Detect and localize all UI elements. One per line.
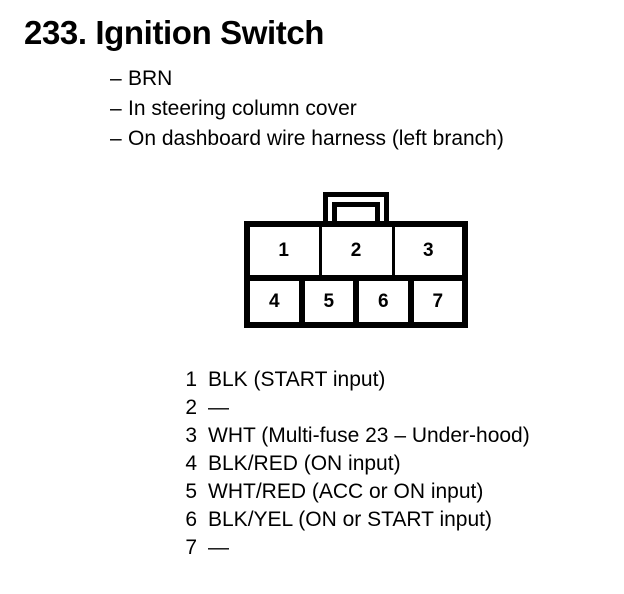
list-dash-icon: – [110, 97, 122, 120]
pinout-description: WHT (Multi-fuse 23 – Under-hood) [208, 424, 530, 447]
attribute-item-harness: – On dashboard wire harness (left branch… [110, 124, 610, 154]
cavity-divider-icon [389, 227, 395, 275]
cavity-5: 5 [304, 281, 353, 322]
pinout-number: 2 [185, 396, 197, 419]
attribute-item-label: On dashboard wire harness (left branch) [128, 127, 504, 150]
pinout-description: — [208, 536, 229, 559]
pinout-number: 6 [185, 508, 197, 531]
pinout-number: 3 [185, 424, 197, 447]
pinout-description: WHT/RED (ACC or ON input) [208, 480, 484, 503]
attribute-list: – BRN – In steering column cover – On da… [110, 64, 610, 154]
pinout-row: 4 BLK/RED (ON input) [178, 450, 608, 478]
pinout-number: 7 [185, 536, 197, 559]
attribute-item-label: In steering column cover [128, 97, 357, 120]
list-dash-icon: – [110, 67, 122, 90]
cavity-6: 6 [359, 281, 408, 322]
cavity-4: 4 [250, 281, 299, 322]
connector-body: 1 2 3 4 5 6 7 [244, 221, 468, 328]
pinout-number: 1 [185, 368, 197, 391]
cavity-divider-icon [317, 227, 323, 275]
pinout-row: 2 — [178, 394, 608, 422]
cavity-7: 7 [413, 281, 462, 322]
pinout-row: 5 WHT/RED (ACC or ON input) [178, 478, 608, 506]
connector-diagram: 1 2 3 4 5 6 7 [244, 192, 468, 328]
cavity-row-top: 1 2 3 [250, 227, 462, 275]
pinout-row: 3 WHT (Multi-fuse 23 – Under-hood) [178, 422, 608, 450]
pinout-number: 5 [185, 480, 197, 503]
pinout-description: BLK/YEL (ON or START input) [208, 508, 492, 531]
list-dash-icon: – [110, 127, 122, 150]
cavity-3: 3 [394, 227, 462, 275]
page-title: 233. Ignition Switch [24, 14, 325, 51]
cavity-1: 1 [250, 227, 318, 275]
pinout-row: 7 — [178, 534, 608, 562]
attribute-item-label: BRN [128, 67, 173, 90]
pinout-row: 1 BLK (START input) [178, 366, 608, 394]
pinout-row: 6 BLK/YEL (ON or START input) [178, 506, 608, 534]
pinout-list: 1 BLK (START input) 2 — 3 WHT (Multi-fus… [178, 366, 608, 562]
cavity-2: 2 [322, 227, 390, 275]
attribute-item-color: – BRN [110, 64, 610, 94]
pinout-number: 4 [185, 452, 197, 475]
pinout-description: BLK (START input) [208, 368, 386, 391]
pinout-description: — [208, 396, 229, 419]
pinout-description: BLK/RED (ON input) [208, 452, 401, 475]
cavity-row-bottom: 4 5 6 7 [250, 281, 462, 322]
attribute-item-location: – In steering column cover [110, 94, 610, 124]
